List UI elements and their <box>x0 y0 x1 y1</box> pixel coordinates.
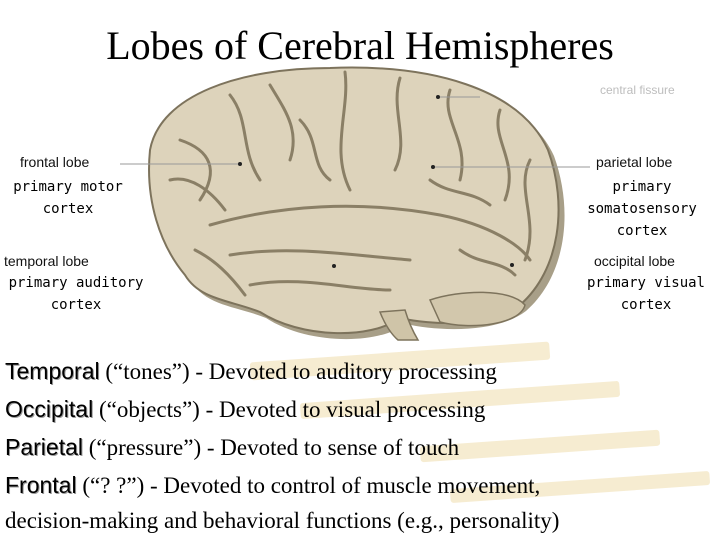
sublabel-line: primary visual <box>586 275 705 291</box>
parietal-lobe-label: parietal lobe <box>596 154 673 170</box>
bullet-term: Occipital <box>5 396 94 422</box>
primary-auditory-cortex-label: primary auditory cortex <box>0 272 152 316</box>
occipital-lobe-label: occipital lobe <box>594 253 675 269</box>
bullet-text: (“objects”) - Devoted to visual processi… <box>93 397 486 422</box>
bullet-continuation: decision-making and behavioral functions… <box>5 508 560 533</box>
sublabel-line: cortex <box>620 297 672 313</box>
bullet-text: (“? ?”) - Devoted to control of muscle m… <box>76 473 541 498</box>
sublabel-line: primary motor <box>13 179 123 195</box>
primary-motor-cortex-label: primary motor cortex <box>0 176 136 220</box>
sublabel-line: cortex <box>50 297 102 313</box>
bullet-term: Parietal <box>5 434 83 460</box>
bullet-temporal: Temporal (“tones”) - Devoted to auditory… <box>5 358 497 385</box>
bullet-term: Temporal <box>5 358 100 384</box>
sublabel-line: cortex <box>42 201 94 217</box>
central-fissure-label: central fissure <box>600 83 675 97</box>
sublabel-line: cortex <box>616 223 668 239</box>
temporal-lobe-label: temporal lobe <box>4 253 89 269</box>
sublabel-line: somatosensory <box>587 201 697 217</box>
frontal-lobe-label: frontal lobe <box>20 154 90 170</box>
slide-title: Lobes of Cerebral Hemispheres <box>106 23 614 68</box>
sublabel-line: primary <box>612 179 672 195</box>
bullet-text: (“tones”) - Devoted to auditory processi… <box>99 359 497 384</box>
primary-visual-cortex-label: primary visual cortex <box>578 272 714 316</box>
primary-somatosensory-cortex-label: primary somatosensory cortex <box>572 176 712 242</box>
sublabel-line: primary auditory <box>8 275 144 291</box>
brain-illustration: central fissure <box>120 66 675 341</box>
bullet-occipital: Occipital (“objects”) - Devoted to visua… <box>5 396 485 423</box>
bullet-term: Frontal <box>5 472 77 498</box>
bullet-parietal: Parietal (“pressure”) - Devoted to sense… <box>5 434 459 461</box>
bullet-frontal: Frontal (“? ?”) - Devoted to control of … <box>5 472 540 499</box>
bullet-text: (“pressure”) - Devoted to sense of touch <box>82 435 460 460</box>
